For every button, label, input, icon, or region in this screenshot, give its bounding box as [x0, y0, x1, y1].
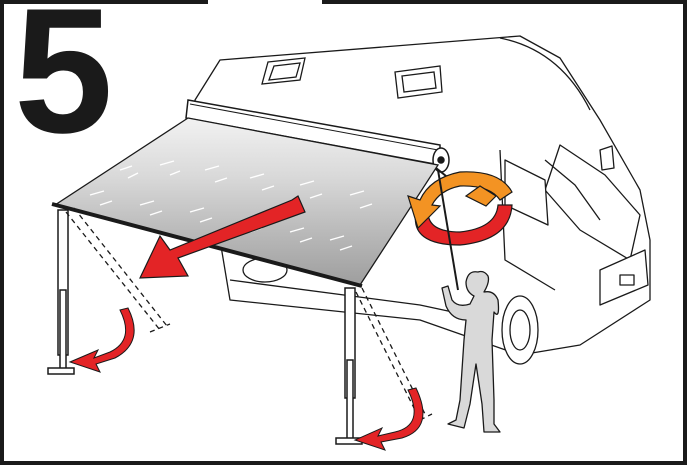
swing-arrow-icon	[70, 308, 423, 450]
step-number: 5	[14, 0, 109, 160]
